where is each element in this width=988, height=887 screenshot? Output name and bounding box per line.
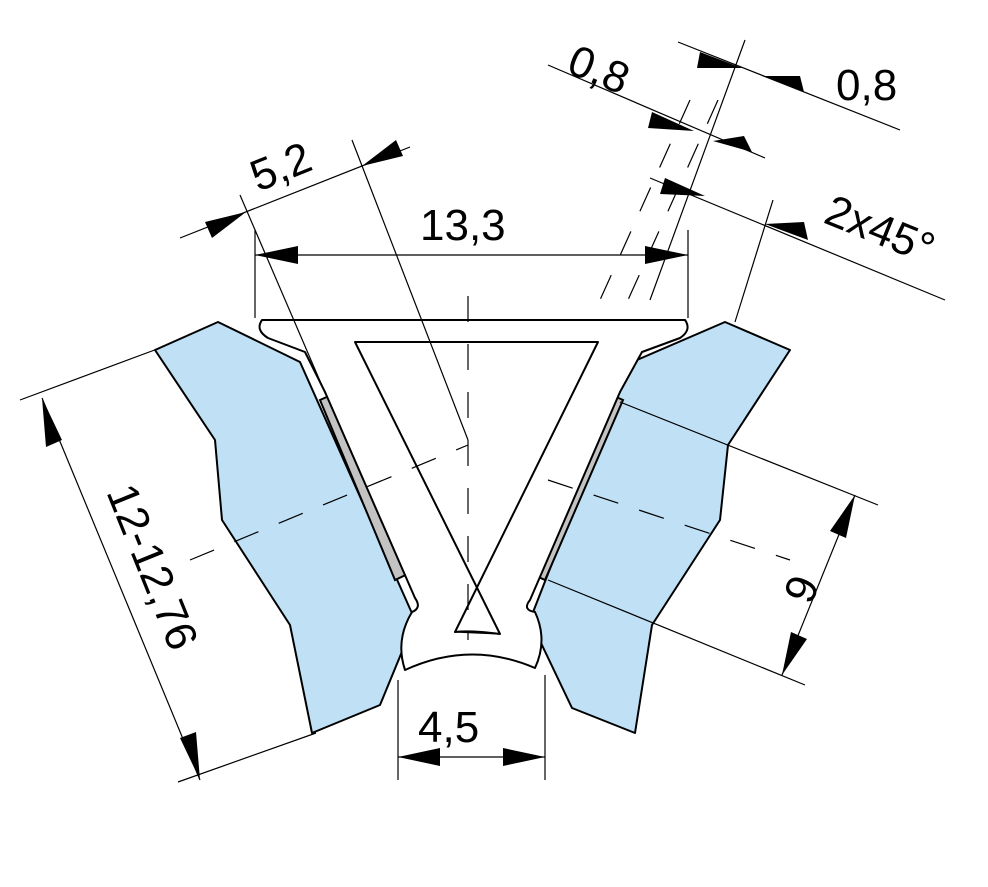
right-center-line bbox=[547, 479, 791, 561]
dim-glass-ext-top bbox=[19, 347, 161, 401]
dim-bottom-arrow-right bbox=[503, 748, 545, 766]
dim-chamfer-ext bbox=[734, 199, 774, 323]
dim-top-width-label: 13,3 bbox=[420, 201, 506, 250]
dim-top-arrow-left bbox=[255, 246, 298, 264]
left-glass-pane bbox=[154, 321, 416, 734]
dim-glass-arrow-bottom bbox=[180, 732, 200, 780]
dim-flange-ext-right bbox=[351, 139, 469, 441]
dim-wall-left-arrow-2 bbox=[713, 136, 752, 152]
dim-wall-right-arrow-1 bbox=[697, 52, 742, 68]
dim-glass-thickness-label: 12-12,76 bbox=[97, 477, 208, 656]
dim-chamfer-line bbox=[649, 177, 946, 301]
dim-wall-left-label: 0,8 bbox=[561, 36, 636, 104]
dim-wall-right-label: 0,8 bbox=[836, 61, 897, 110]
dim-flange-ext-left bbox=[239, 194, 327, 396]
dim-glass-line bbox=[41, 397, 201, 781]
wall-ext-1 bbox=[599, 99, 691, 301]
dim-insert-arrow-bottom bbox=[782, 632, 807, 675]
dim-flange-arrow-left bbox=[205, 212, 246, 238]
dim-chamfer-label: 2x45° bbox=[818, 186, 941, 274]
wall-ext-2 bbox=[627, 99, 719, 301]
dim-chamfer-arrow-2 bbox=[765, 222, 808, 240]
dim-chamfer-arrow-1 bbox=[660, 178, 705, 196]
left-center-line bbox=[189, 444, 469, 561]
wall-ext-3 bbox=[649, 39, 746, 301]
dim-insert-ext-bottom bbox=[547, 579, 806, 686]
dim-flange-arrow-right bbox=[362, 140, 403, 166]
dim-bottom-arrow-left bbox=[398, 748, 440, 766]
dim-flange-label: 5,2 bbox=[243, 133, 318, 201]
channel-bottom-line bbox=[454, 631, 501, 635]
dim-bottom-width-label: 4,5 bbox=[418, 703, 479, 752]
dim-insert-ext-top bbox=[619, 401, 879, 506]
dim-wall-left-arrow-1 bbox=[648, 112, 694, 131]
dim-insert-height-label: 6 bbox=[774, 568, 829, 609]
dim-wall-right-arrow-2 bbox=[762, 76, 804, 92]
dim-glass-arrow-top bbox=[42, 398, 62, 447]
dim-glass-ext-bottom bbox=[177, 732, 317, 783]
dim-insert-arrow-top bbox=[830, 495, 855, 538]
